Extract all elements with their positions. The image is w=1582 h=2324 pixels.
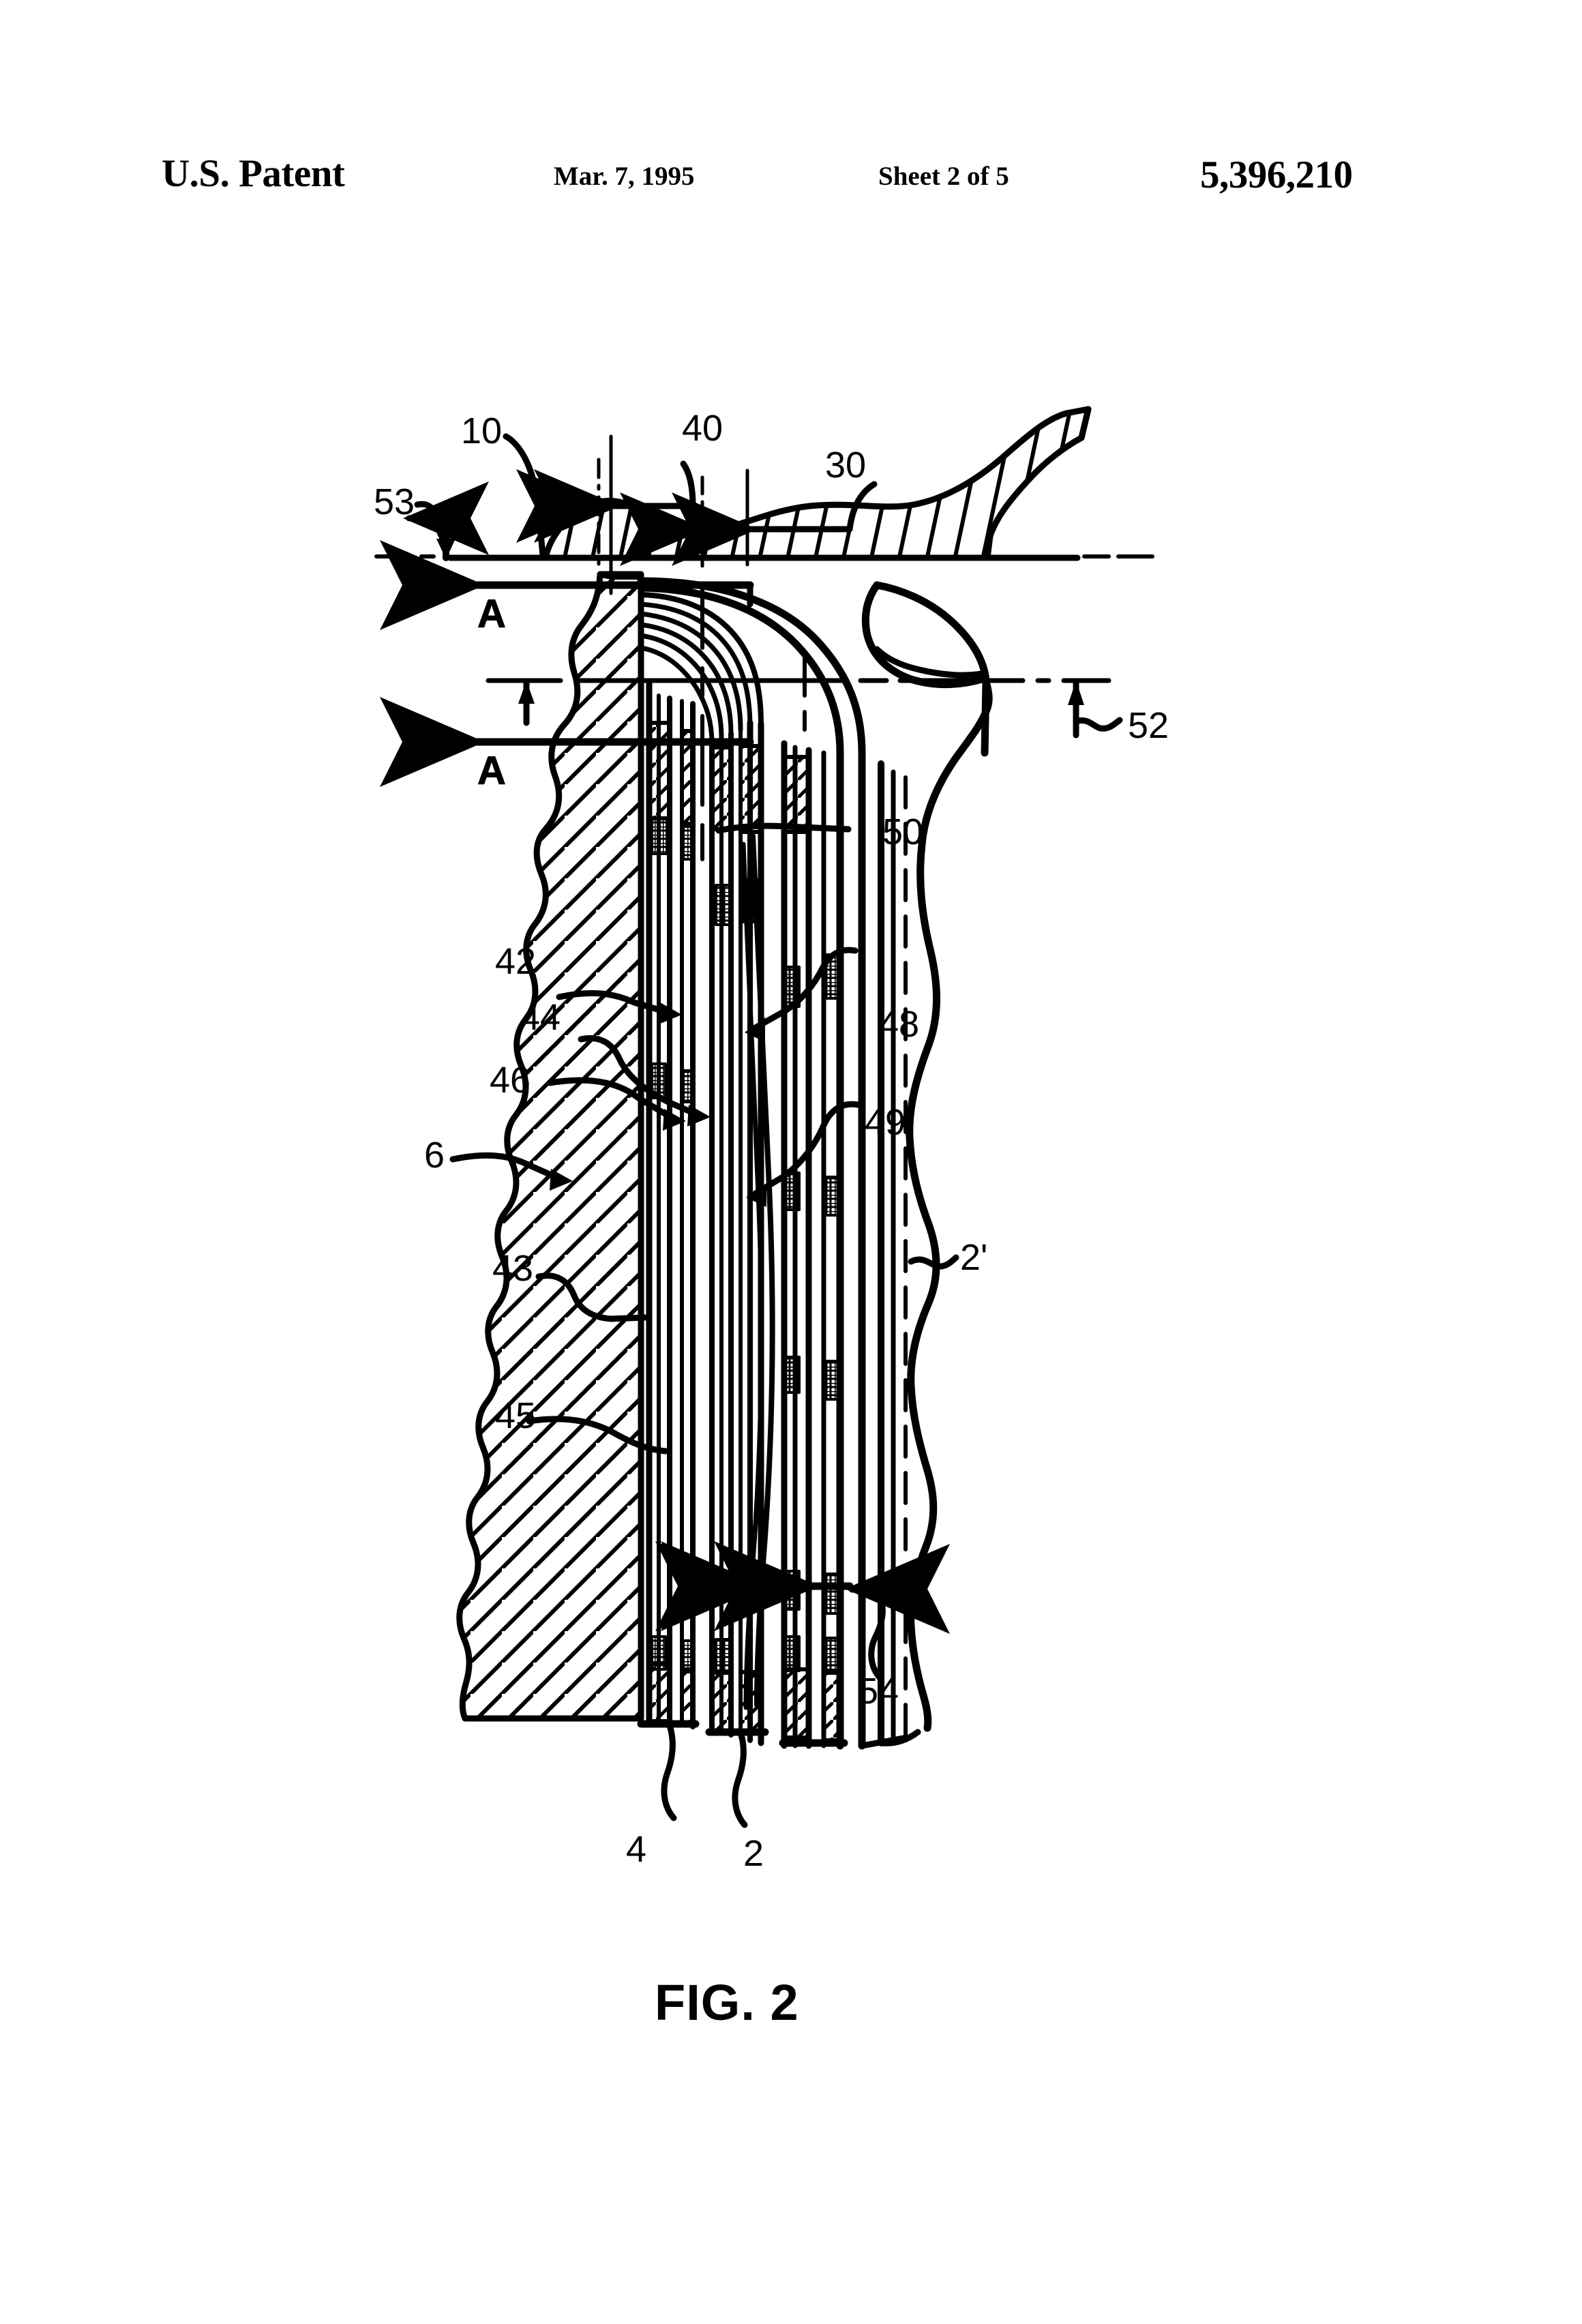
page-header: U.S. Patent Mar. 7, 1995 Sheet 2 of 5 5,… [0, 151, 1582, 206]
ref-numeral-53: 53 [374, 481, 415, 522]
ref-numeral-4: 4 [626, 1829, 646, 1870]
ref-numeral-49: 49 [865, 1102, 906, 1143]
ref-numeral-2-prime: 2' [960, 1237, 987, 1278]
ref-numeral-40: 40 [682, 408, 723, 449]
ref-numeral-46: 46 [490, 1060, 531, 1101]
ref-numeral-2: 2 [743, 1833, 764, 1874]
ref-numeral-54: 54 [858, 1671, 899, 1712]
ref-numeral-42: 42 [495, 941, 536, 982]
ref-numeral-44: 44 [520, 997, 561, 1038]
section-marker-a-top: A [477, 592, 506, 636]
ref-numeral-10: 10 [461, 411, 502, 451]
ref-numeral-45: 45 [495, 1395, 536, 1436]
ref-numeral-43: 43 [492, 1248, 533, 1289]
section-marker-a-bottom: A [477, 749, 506, 793]
patent-office-title: U.S. Patent [162, 152, 345, 195]
ref-numeral-48: 48 [878, 1004, 919, 1045]
ref-numeral-6: 6 [424, 1135, 445, 1176]
sheet-number: Sheet 2 of 5 [878, 162, 1009, 191]
ref-numeral-52: 52 [1128, 705, 1169, 746]
figure-caption: FIG. 2 [655, 1974, 799, 2031]
ref-numeral-50: 50 [882, 811, 923, 852]
patent-date: Mar. 7, 1995 [554, 162, 695, 191]
ref-numeral-30: 30 [825, 445, 866, 486]
patent-number: 5,396,210 [1200, 153, 1353, 196]
